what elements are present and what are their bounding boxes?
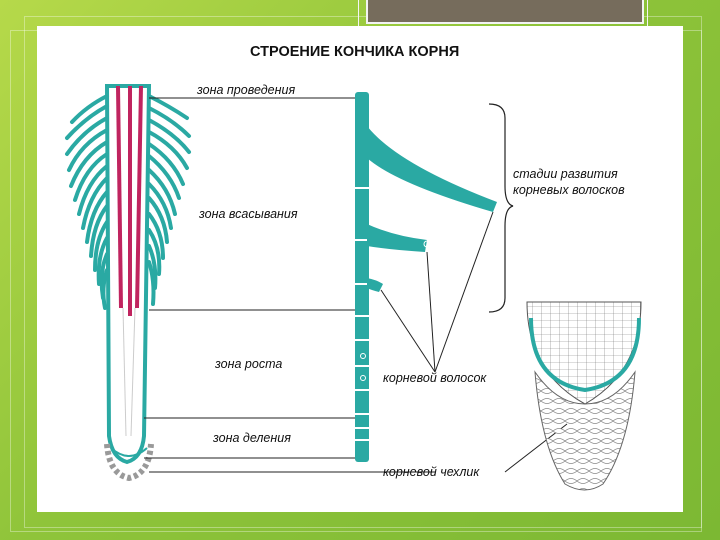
zone-absorption-label: зона всасывания (198, 207, 298, 221)
root-tip-diagram: СТРОЕНИЕ КОНЧИКА КОРНЯ (37, 26, 683, 512)
diagram-title: СТРОЕНИЕ КОНЧИКА КОРНЯ (250, 44, 459, 60)
root-tip-section (527, 302, 641, 490)
root-hair-strip (355, 92, 497, 462)
zone-growth-label: зона роста (214, 357, 282, 371)
root-illustration (67, 86, 189, 478)
zone-conduction-label: зона проведения (196, 83, 295, 97)
root-hair-label: корневой волосок (383, 371, 487, 385)
slide-top-bar (366, 0, 644, 24)
root-cap-label: корневой чехлик (383, 465, 480, 479)
stages-label-line2: корневых волосков (513, 183, 625, 197)
zone-division-label: зона деления (212, 431, 291, 445)
diagram-sheet: СТРОЕНИЕ КОНЧИКА КОРНЯ (37, 26, 683, 512)
stages-label-line1: стадии развития (513, 167, 618, 181)
